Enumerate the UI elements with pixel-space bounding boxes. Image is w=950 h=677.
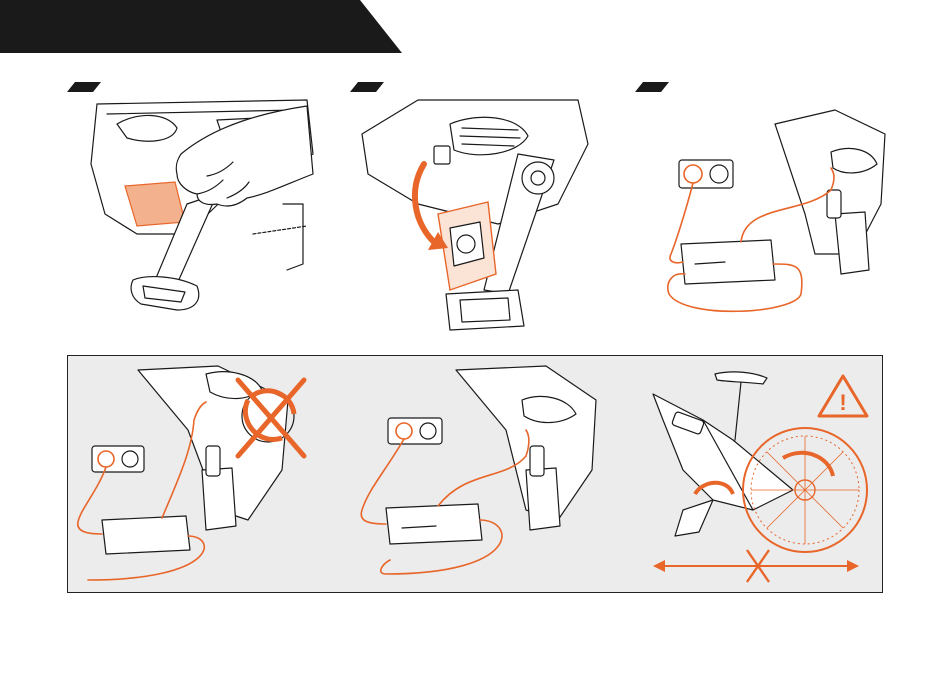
step-2-panel <box>350 80 620 330</box>
cable-through-crank-crossed-out-icon <box>68 360 328 590</box>
step-1-badge <box>67 80 107 94</box>
warning-triangle-icon: ! <box>815 372 871 420</box>
warnings-panel: ! <box>67 355 883 593</box>
charger-cable-routed-correctly-icon <box>346 360 606 590</box>
step-2-badge <box>350 80 390 94</box>
step-1-panel <box>67 80 337 330</box>
charger-connected-to-outlet-icon <box>645 94 905 334</box>
step-3-panel <box>635 80 905 330</box>
open-charge-port-arrow-icon <box>358 94 608 334</box>
hand-opening-charge-cover-icon <box>77 94 337 334</box>
header-band <box>0 0 950 60</box>
step-3-badge <box>635 80 675 94</box>
warning-exclamation: ! <box>839 390 846 415</box>
